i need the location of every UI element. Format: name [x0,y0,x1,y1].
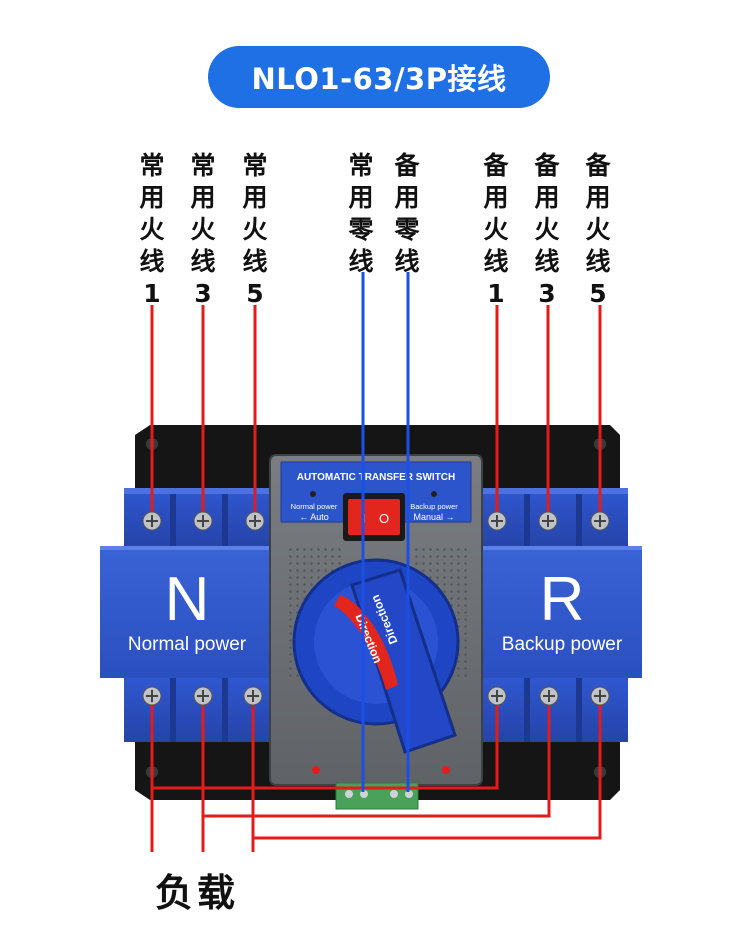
normal-caption: Normal power [128,634,247,655]
indicator-right [442,766,450,774]
wires-blue [361,272,410,792]
title-banner: NLO1-63/3P接线 [208,46,550,108]
device-header: AUTOMATIC TRANSFER SWITCH [297,472,456,483]
screw-bot-n1 [142,686,162,706]
terminal-screws [142,511,610,706]
label-normal-neutral: 常用零线 [348,151,374,276]
title-text: NLO1-63/3P接线 [251,62,507,96]
screw-top-r1 [487,511,507,531]
backup-power-panel: R Backup power [482,546,642,678]
wire-load-1 [150,706,499,790]
label-backup-neutral: 备用零线 [394,151,420,276]
normal-letter: N [165,565,210,634]
wire-load-5 [251,706,602,840]
screw-bot-r1 [487,686,507,706]
screw-top-n1 [142,511,162,531]
rocker-switch[interactable]: I O [343,493,405,541]
screw-bot-n3 [193,686,213,706]
rotary-knob[interactable]: Direction Direction [292,558,460,754]
load-label: 负载 [155,871,240,915]
screw-top-n3 [193,511,213,531]
auto-mode-label: ← Auto [299,512,329,522]
screw-bot-r5 [590,686,610,706]
backup-power-small: Backup power [410,502,458,511]
screw-top-r3 [538,511,558,531]
wires-red [150,305,602,852]
switch-off-mark: O [379,511,389,526]
backup-letter: R [540,565,585,634]
manual-mode-label: Manual → [413,512,454,522]
screw-top-n5 [245,511,265,531]
backup-caption: Backup power [502,634,623,655]
screw-bot-n5 [243,686,263,706]
indicator-left [312,766,320,774]
normal-power-panel: N Normal power [100,546,270,678]
normal-power-small: Normal power [291,502,338,511]
screw-top-r5 [590,511,610,531]
screw-bot-r3 [539,686,559,706]
wire-load-3 [201,706,551,818]
